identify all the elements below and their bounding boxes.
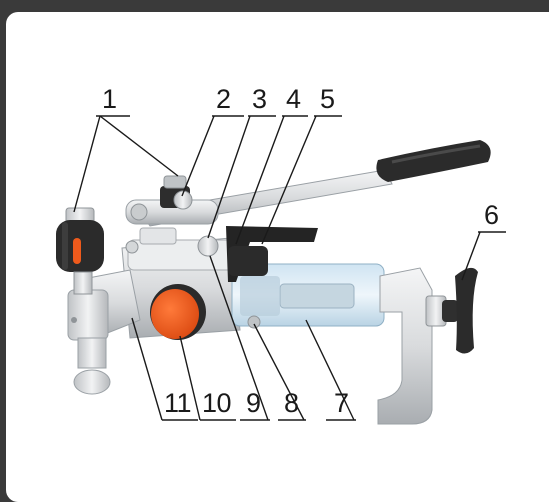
callout-2: 2 xyxy=(216,84,231,114)
release-valve-knob xyxy=(150,284,206,340)
callout-10: 10 xyxy=(202,388,232,418)
cylinder-clamp xyxy=(226,226,318,282)
callout-7: 7 xyxy=(334,388,349,418)
gauge-arm xyxy=(67,269,141,395)
callout-6: 6 xyxy=(484,200,499,230)
callout-3: 3 xyxy=(252,84,267,114)
callout-8: 8 xyxy=(284,388,299,418)
callout-9: 9 xyxy=(246,388,261,418)
screw-handle xyxy=(442,267,478,354)
reservoir-cylinder xyxy=(231,263,385,329)
callout-5: 5 xyxy=(320,84,335,114)
end-frame xyxy=(377,267,447,425)
callout-4: 4 xyxy=(286,84,301,114)
leader-lines xyxy=(73,115,506,421)
gauge-valve-knob xyxy=(56,207,104,295)
callout-1: 1 xyxy=(102,84,117,114)
lever-pivot xyxy=(125,175,219,225)
callout-11: 11 xyxy=(164,388,192,418)
